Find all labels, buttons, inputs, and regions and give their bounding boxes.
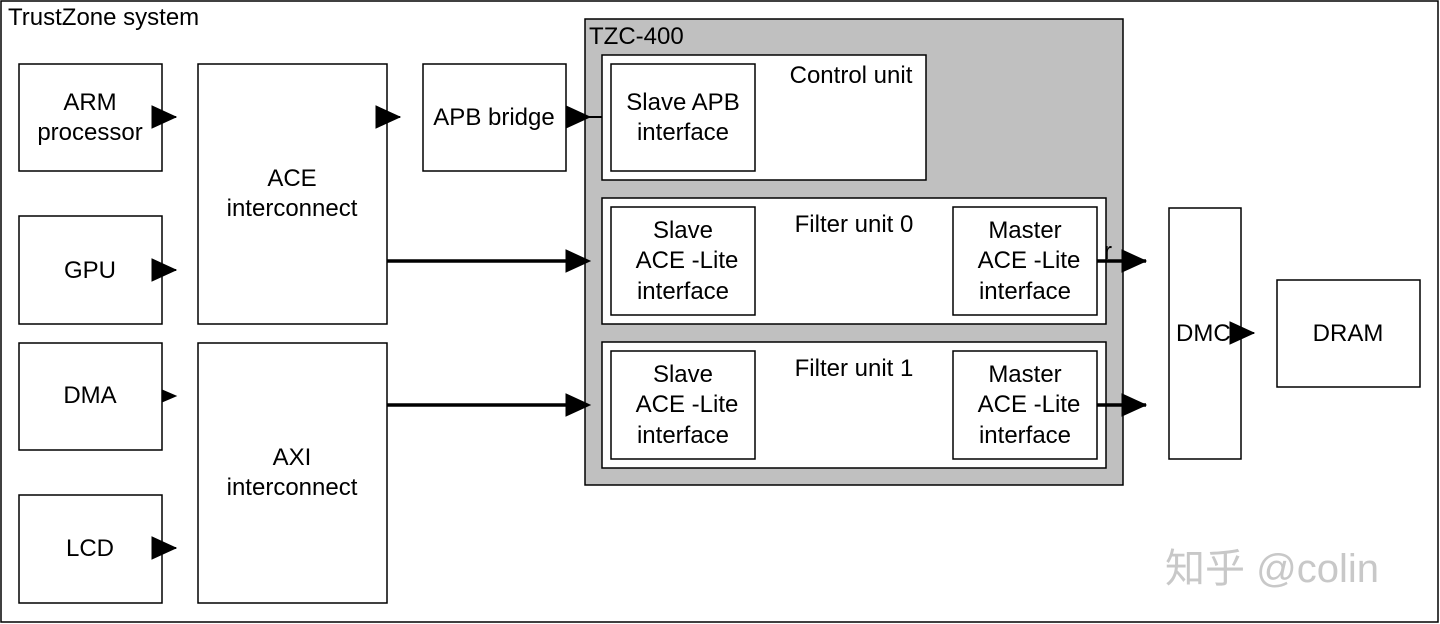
slave-apb-label-line2: interface <box>637 119 729 146</box>
dmc-label: DMC <box>1176 320 1231 347</box>
filter1-to-dmc-arrowhead <box>1121 393 1148 417</box>
ace-label-line1: ACE <box>267 165 316 192</box>
gpu-block: GPU <box>18 215 163 325</box>
filter-unit-1-block: Filter unit 1 Slave ACE -Lite interface … <box>601 341 1107 469</box>
axi-interconnect-block: AXI interconnect <box>197 342 388 604</box>
control-unit-label: Control unit <box>790 62 913 89</box>
slave-apb-interface-box <box>610 63 756 172</box>
watermark-text: 知乎 @colin <box>1165 547 1379 591</box>
axi-label-line2: interconnect <box>227 474 358 501</box>
arm-label-line1: ARM <box>63 89 116 116</box>
dma-port-arrow <box>161 389 178 403</box>
filter0-slave-line1: Slave <box>653 217 713 244</box>
axi-to-filter1-arrowhead <box>565 393 592 417</box>
control-unit-block: Control unit Slave APB interface <box>601 54 927 181</box>
ace-interconnect-block: ACE interconnect <box>197 63 388 325</box>
system-title: TrustZone system <box>8 4 199 31</box>
lcd-block: LCD <box>18 494 163 604</box>
lcd-label: LCD <box>66 535 114 562</box>
gpu-label: GPU <box>64 257 116 284</box>
filter1-master-line2: ACE -Lite <box>978 391 1081 418</box>
filter0-master-interface-box <box>952 206 1098 316</box>
tzc-title: TZC-400 <box>589 23 684 50</box>
filter-unit-0-block: Filter unit 0 Slave ACE -Lite interface … <box>601 197 1107 325</box>
apb-bridge-label: APB bridge <box>433 104 554 131</box>
ace-label-line2: interconnect <box>227 195 358 222</box>
filter1-slave-line2: ACE -Lite <box>636 391 739 418</box>
filter0-slave-interface-box <box>610 206 756 316</box>
filter1-master-line3: interface <box>979 422 1071 449</box>
filter0-slave-line2: ACE -Lite <box>636 247 739 274</box>
filter0-to-dmc-arrowhead <box>1121 249 1148 273</box>
ace-to-filter0-arrowhead <box>565 249 592 273</box>
slave-apb-label-line1: Slave APB <box>626 89 739 116</box>
filter0-master-line3: interface <box>979 278 1071 305</box>
filter0-master-line2: ACE -Lite <box>978 247 1081 274</box>
filter0-master-line1: Master <box>988 217 1061 244</box>
filter1-master-line1: Master <box>988 361 1061 388</box>
filter1-slave-line3: interface <box>637 422 729 449</box>
filter1-slave-interface-box <box>610 350 756 460</box>
dma-block: DMA <box>18 342 163 451</box>
connectors <box>151 105 1256 560</box>
filter1-slave-line1: Slave <box>653 361 713 388</box>
dma-label: DMA <box>63 382 116 409</box>
filter1-master-interface-box <box>952 350 1098 460</box>
apb-bridge-block: APB bridge <box>422 63 567 172</box>
filter-unit-0-label: Filter unit 0 <box>795 211 914 238</box>
stray-char: r <box>1104 238 1112 265</box>
arm-processor-block: ARM processor <box>18 63 163 172</box>
arm-label-line2: processor <box>37 119 142 146</box>
filter-unit-1-label: Filter unit 1 <box>795 355 914 382</box>
dram-block: DRAM <box>1276 279 1421 388</box>
filter0-slave-line3: interface <box>637 278 729 305</box>
axi-label-line1: AXI <box>273 444 312 471</box>
dram-label: DRAM <box>1313 320 1384 347</box>
